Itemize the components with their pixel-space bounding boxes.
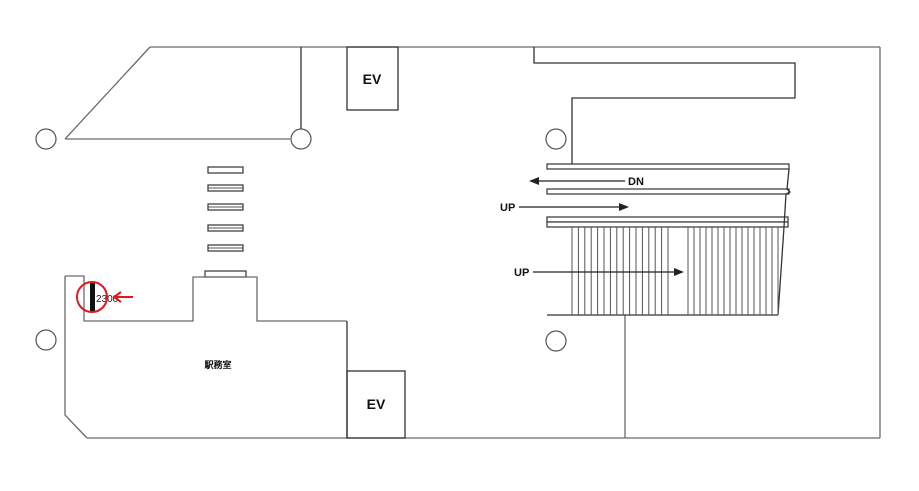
- stair-treads: [571, 227, 779, 315]
- stair-steps-left: [204, 166, 247, 278]
- elevator-bottom: EV: [346, 370, 406, 439]
- pillar: [545, 128, 567, 150]
- station-office-label: 駅務室: [204, 359, 231, 371]
- arrow-head-icon: [619, 203, 629, 211]
- stairs-up-label: UP: [514, 267, 529, 279]
- marker-bar: [90, 283, 95, 311]
- arrow-head-icon: [674, 268, 684, 276]
- pillar: [35, 329, 57, 351]
- escalator-down-label: DN: [628, 176, 644, 188]
- marker-circle: [76, 281, 108, 313]
- elevator-bottom-label: EV: [367, 396, 386, 412]
- pillar: [290, 128, 312, 150]
- elevator-top: EV: [346, 46, 399, 111]
- location-marker: 2300: [76, 281, 133, 313]
- escalator-up-label: UP: [500, 202, 515, 214]
- pillar: [545, 330, 567, 352]
- escalators: DN UP: [500, 163, 792, 228]
- pillar: [35, 128, 57, 150]
- right-upper-walls: [533, 47, 796, 164]
- marker-arrow-head-icon: [112, 291, 122, 303]
- elevator-top-label: EV: [363, 71, 382, 87]
- stairs: UP: [514, 226, 785, 316]
- arrow-head-icon: [529, 177, 539, 185]
- outer-walls: [64, 46, 881, 439]
